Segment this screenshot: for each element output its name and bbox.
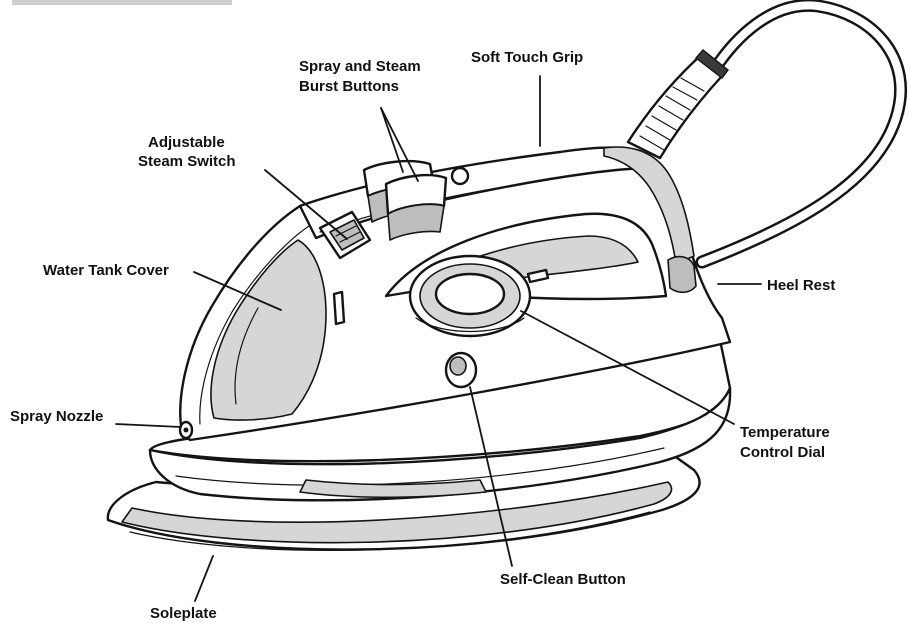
self-clean-button[interactable]: [444, 351, 478, 389]
label-steam-switch-line2: Steam Switch: [138, 153, 236, 170]
label-self-clean-button: Self-Clean Button: [500, 571, 626, 588]
adjustable-steam-switch[interactable]: [318, 210, 372, 260]
label-temp-dial-line2: Control Dial: [740, 444, 825, 461]
leader-self-clean: [469, 386, 513, 567]
leader-spray-steam-b: [380, 107, 419, 182]
leader-lines: [115, 75, 762, 602]
label-spray-steam-line1: Spray and Steam: [299, 58, 421, 75]
power-cord: [695, 0, 907, 269]
spray-steam-buttons[interactable]: [362, 159, 470, 241]
label-water-tank-cover: Water Tank Cover: [43, 262, 169, 279]
labels: Spray and Steam Burst Buttons Soft Touch…: [10, 49, 835, 622]
cropped-header: [12, 0, 232, 5]
label-soft-touch-grip: Soft Touch Grip: [471, 49, 583, 66]
label-spray-steam-line2: Burst Buttons: [299, 78, 399, 95]
leader-temp-dial: [520, 310, 735, 425]
leader-spray-steam-a: [380, 107, 404, 173]
leader-water-tank: [193, 271, 282, 311]
cord-strain-relief: [626, 49, 729, 160]
label-spray-nozzle: Spray Nozzle: [10, 408, 103, 425]
label-soleplate: Soleplate: [150, 605, 217, 622]
spray-nozzle: [178, 420, 194, 440]
label-heel-rest: Heel Rest: [767, 277, 835, 294]
label-temp-dial-line1: Temperature: [740, 424, 830, 441]
leader-soleplate: [194, 555, 214, 602]
leader-spray-nozzle: [115, 423, 182, 428]
leader-steam-switch: [264, 169, 348, 240]
temperature-control-dial[interactable]: [408, 254, 532, 338]
label-steam-switch-line1: Adjustable: [148, 134, 225, 151]
